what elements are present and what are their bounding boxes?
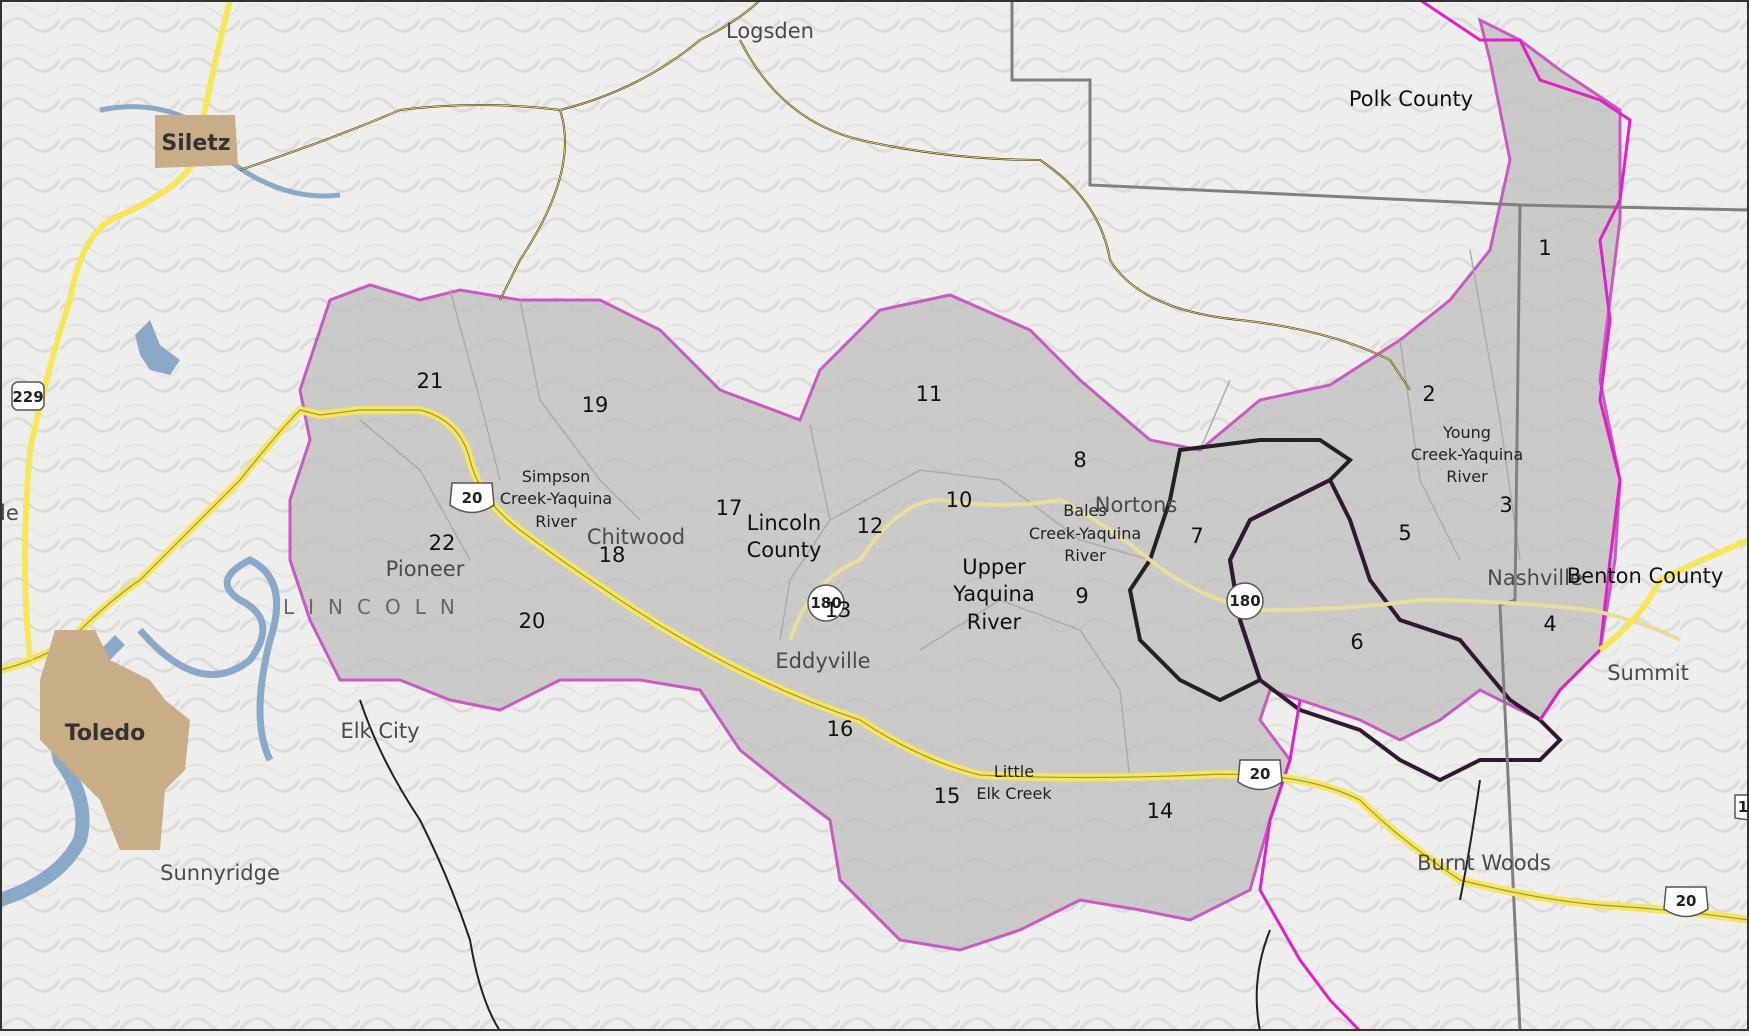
ws-5: 5 xyxy=(1398,521,1411,545)
shield-us20-central: 20 xyxy=(1237,759,1283,791)
ws-name-young-2: Creek-Yaquina xyxy=(1411,445,1523,464)
shield-229-number: 229 xyxy=(12,388,43,406)
shield-us20-east-number: 20 xyxy=(1676,892,1697,910)
label-logsden: Logsden xyxy=(726,19,814,43)
ws-name-upper-2: Yaquina xyxy=(952,582,1034,606)
highway-180 xyxy=(788,497,1681,642)
reservoir xyxy=(135,320,180,375)
label-nashville: Nashville xyxy=(1487,566,1583,590)
label-chitwood: Chitwood xyxy=(587,525,685,549)
ws-14: 14 xyxy=(1147,799,1174,823)
ws-20: 20 xyxy=(519,609,546,633)
label-benton-county: Benton County xyxy=(1567,564,1724,588)
ws-18: 18 xyxy=(599,543,626,567)
shield-180-east-number: 180 xyxy=(1229,592,1260,610)
ws-name-upper-3: River xyxy=(967,610,1022,634)
ws-name-upper-1: Upper xyxy=(962,555,1026,579)
shield-edge: 1 xyxy=(1734,794,1749,821)
ws-name-young-3: River xyxy=(1446,467,1488,486)
ws-name-simpson-3: River xyxy=(535,512,577,531)
ws-4: 4 xyxy=(1543,612,1556,636)
shield-us20-west-number: 20 xyxy=(462,489,483,507)
label-pioneer: Pioneer xyxy=(386,557,465,581)
ws-name-bales-1: Bales xyxy=(1063,501,1106,520)
label-polk-county: Polk County xyxy=(1349,87,1473,111)
ws-name-little-elk-1: Little xyxy=(994,762,1034,781)
secondary-road-logsden-yellow xyxy=(239,0,1411,391)
ws-8: 8 xyxy=(1073,448,1086,472)
ws-22: 22 xyxy=(429,531,456,555)
ws-12: 12 xyxy=(857,514,884,538)
ws-name-simpson-1: Simpson xyxy=(522,467,591,486)
focus-outline-5-6 xyxy=(1227,477,1563,783)
label-siletz: Siletz xyxy=(161,131,230,156)
ws-6: 6 xyxy=(1350,630,1363,654)
ws-2: 2 xyxy=(1422,382,1435,406)
shield-180-west: 180 xyxy=(807,584,845,622)
label-cut-le: le xyxy=(0,501,19,525)
shield-180-west-number: 180 xyxy=(810,594,841,612)
shield-edge-number: 1 xyxy=(1738,798,1748,816)
yaquina-river-meander xyxy=(137,556,281,762)
shield-229: 229 xyxy=(11,381,45,411)
shield-us20-central-number: 20 xyxy=(1250,765,1271,783)
secondary-road-south xyxy=(359,699,1481,1032)
shield-us20-west: 20 xyxy=(449,482,495,514)
label-nortons: Nortons xyxy=(1095,493,1178,517)
label-burnt-woods: Burnt Woods xyxy=(1417,851,1551,875)
town-toledo-area xyxy=(40,630,190,850)
label-lincoln-county-line2: County xyxy=(747,538,822,562)
label-toledo: Toledo xyxy=(65,721,146,746)
ws-name-bales-3: River xyxy=(1064,546,1106,565)
subwatershed-divides xyxy=(359,249,1521,781)
label-elk-city: Elk City xyxy=(340,719,419,743)
ws-15: 15 xyxy=(934,784,961,808)
ws-19: 19 xyxy=(582,393,609,417)
shield-180-east: 180 xyxy=(1226,582,1264,620)
label-sunnyridge: Sunnyridge xyxy=(160,861,280,885)
ws-10: 10 xyxy=(946,488,973,512)
ws-21: 21 xyxy=(417,369,444,393)
label-lincoln-spaced: LINCOLN xyxy=(283,595,469,619)
label-lincoln-county-line1: Lincoln xyxy=(747,511,821,535)
ws-name-simpson-2: Creek-Yaquina xyxy=(500,489,612,508)
ws-7: 7 xyxy=(1190,524,1203,548)
ws-16: 16 xyxy=(827,717,854,741)
label-summit: Summit xyxy=(1607,661,1689,685)
ws-name-young-1: Young xyxy=(1442,423,1491,442)
ws-13: 13 xyxy=(825,598,852,622)
ws-3: 3 xyxy=(1499,493,1512,517)
town-siletz-area xyxy=(155,115,238,168)
magenta-boundary xyxy=(1258,0,1632,1033)
county-line-polk xyxy=(1010,0,1749,212)
label-eddyville: Eddyville xyxy=(775,649,870,673)
highway-summit xyxy=(1598,537,1749,653)
ws-17: 17 xyxy=(716,496,743,520)
highway-us20-casing xyxy=(0,409,1749,921)
ws-name-little-elk-2: Elk Creek xyxy=(976,784,1052,803)
ws-1: 1 xyxy=(1538,236,1551,260)
ws-11: 11 xyxy=(916,382,943,406)
ws-9: 9 xyxy=(1075,584,1088,608)
shield-us20-east: 20 xyxy=(1663,886,1709,918)
ws-name-bales-2: Creek-Yaquina xyxy=(1029,524,1141,543)
